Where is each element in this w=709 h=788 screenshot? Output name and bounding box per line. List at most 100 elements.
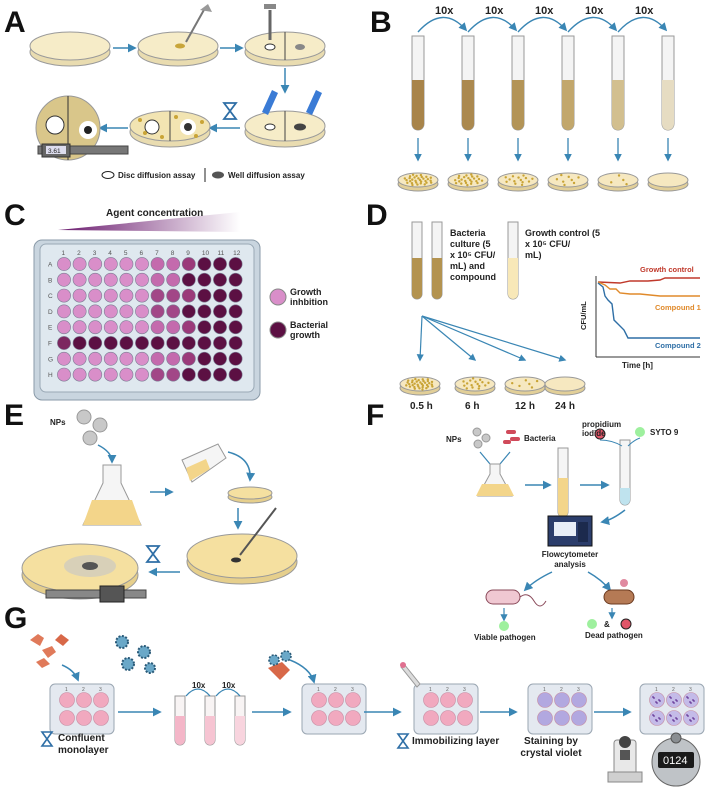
well	[135, 304, 149, 319]
plate-column-label: 2	[82, 687, 85, 693]
dilution-plate	[547, 172, 589, 192]
hourglass-icon	[222, 102, 238, 120]
dead-bacterium	[603, 579, 635, 605]
timepoint-label: 12 h	[515, 401, 535, 412]
bacteria-icon	[503, 430, 520, 444]
column-label: 10	[202, 250, 210, 257]
plate-well	[93, 692, 109, 708]
well	[181, 336, 196, 350]
plate-well	[440, 692, 456, 708]
g-tube	[234, 695, 246, 746]
well	[88, 257, 103, 271]
column-label: 12	[233, 250, 241, 257]
viable-label: Viable pathogen	[474, 633, 536, 642]
cfu-chart: CFU/mL Time [h] Growth control Compound …	[579, 265, 701, 370]
well	[72, 320, 87, 335]
dead-dot-green	[587, 619, 597, 629]
plate-well	[537, 710, 553, 726]
panel-a: A	[4, 4, 326, 182]
timepoint-label: 0.5 h	[410, 401, 433, 412]
plate-well	[423, 710, 439, 726]
plate-well	[328, 710, 344, 726]
row-label: B	[48, 277, 52, 284]
dilution-label: 10x	[485, 5, 504, 17]
amp-label: &	[604, 620, 610, 629]
nps-label: NPs	[50, 418, 66, 427]
legend-disc-diffusion: Disc diffusion assay	[118, 171, 196, 180]
chart-ylabel: CFU/mL	[579, 301, 588, 330]
dilution-arc	[617, 16, 668, 33]
well	[135, 351, 149, 366]
column-label: 9	[186, 250, 190, 257]
plate-well	[311, 710, 327, 726]
agar-plate-e	[227, 486, 273, 504]
well	[103, 336, 118, 350]
well	[197, 304, 212, 319]
row-label: F	[48, 341, 52, 348]
well	[166, 367, 181, 382]
plate-column-label: 1	[429, 687, 432, 693]
timepoint-arrow	[421, 315, 567, 362]
well	[57, 257, 71, 271]
well	[57, 288, 71, 303]
well	[119, 351, 134, 366]
well	[228, 351, 243, 366]
well	[88, 272, 103, 287]
timepoint-arrow	[416, 315, 424, 362]
g-dilution-2: 10x	[222, 681, 236, 690]
well	[88, 320, 103, 335]
microscope-icon	[607, 736, 643, 783]
legend-growth-swatch	[269, 321, 287, 339]
well	[166, 272, 181, 287]
well	[150, 367, 165, 382]
panel-a-label: A	[4, 6, 26, 39]
well	[88, 288, 103, 303]
row-label: G	[48, 356, 53, 363]
timepoint-plate	[544, 376, 586, 396]
dilution-label: 10x	[435, 5, 454, 17]
hourglass-icon	[40, 731, 54, 747]
well	[57, 272, 71, 287]
virus-particles	[115, 635, 156, 674]
well	[57, 320, 71, 335]
dilution-plate	[597, 172, 639, 192]
plate-well	[666, 692, 682, 708]
dilution-arc	[517, 16, 568, 33]
well	[119, 367, 134, 382]
agent-concentration-title: Agent concentration	[106, 208, 203, 219]
plate-well	[571, 692, 587, 708]
panel-f-label: F	[366, 399, 384, 432]
well	[181, 272, 196, 287]
zone-plate-caliper	[21, 543, 147, 603]
well	[197, 288, 212, 303]
dilution-plate	[447, 172, 489, 192]
well	[119, 304, 134, 319]
well	[150, 320, 165, 335]
dilution-arc	[567, 16, 618, 33]
well	[166, 288, 181, 303]
plate-column-label: 1	[543, 687, 546, 693]
well	[197, 351, 212, 366]
well	[150, 257, 165, 271]
f-tube-2	[619, 439, 631, 506]
plate-column-label: 2	[672, 687, 675, 693]
well	[88, 336, 103, 350]
concentration-gradient	[58, 212, 240, 232]
panel-e: E NPs	[4, 399, 298, 603]
dead-label: Dead pathogen	[585, 631, 643, 640]
well	[119, 272, 134, 287]
zoomed-plate-caliper: 3.61	[35, 95, 129, 161]
well	[135, 272, 149, 287]
plate-column-label: 3	[351, 687, 354, 693]
well	[197, 320, 212, 335]
dilution-label: 10x	[585, 5, 604, 17]
series-growth-control	[597, 277, 700, 284]
well	[228, 336, 243, 350]
well	[228, 304, 243, 319]
well	[119, 320, 134, 335]
plate-well	[93, 710, 109, 726]
well	[213, 351, 227, 366]
